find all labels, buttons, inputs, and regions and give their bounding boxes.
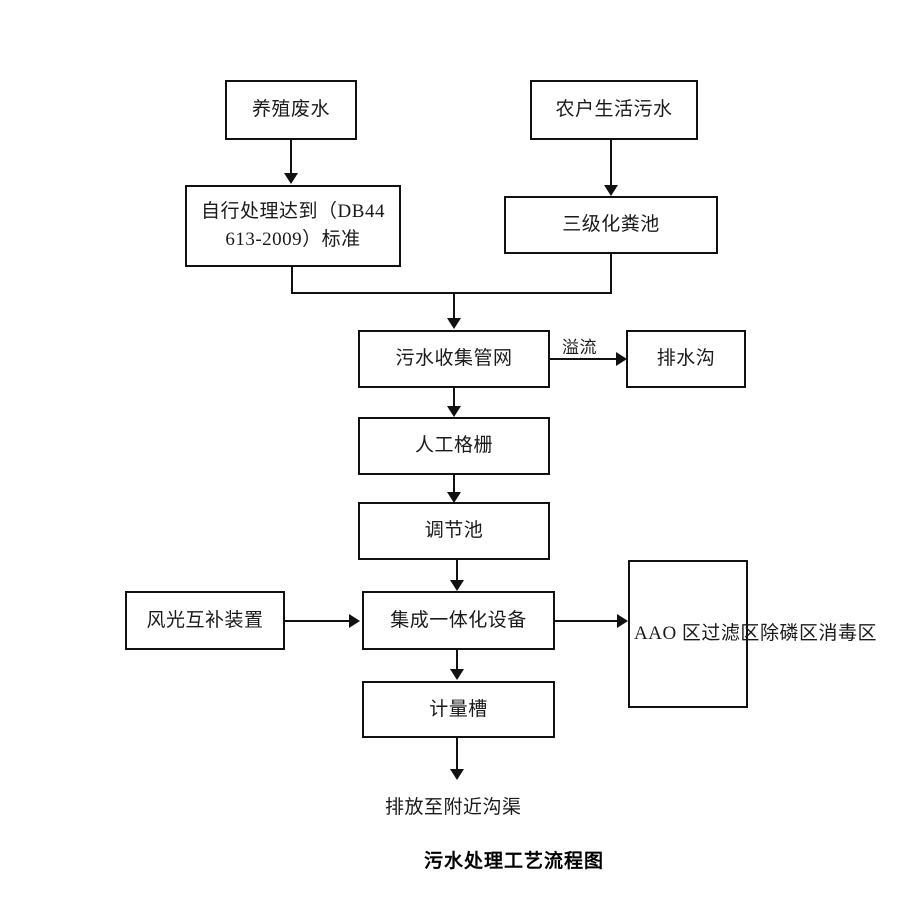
edge-label-overflow: 溢流	[562, 338, 597, 357]
edge-selftreatment-drop	[291, 267, 293, 294]
node-drainage-ditch[interactable]: 排水沟	[626, 330, 746, 388]
node-label: 排水沟	[656, 348, 716, 370]
edge-household-to-septic	[610, 140, 612, 186]
edge-septic-drop	[610, 254, 612, 294]
node-wind-solar-hybrid-device[interactable]: 风光互补装置	[125, 591, 285, 650]
edge-merge-to-collection	[453, 292, 455, 319]
edge-overflow	[550, 358, 618, 360]
node-label-line2: 613-2009）标准	[225, 229, 361, 250]
edge-breeding-to-selftreatment	[290, 140, 292, 174]
node-household-sewage[interactable]: 农户生活污水	[530, 80, 698, 140]
node-label: 人工格栅	[414, 435, 493, 457]
terminal-text-discharge: 排放至附近沟渠	[385, 797, 522, 818]
node-label: 污水收集管网	[395, 348, 513, 370]
arrowhead-windsolar-to-integrated	[349, 614, 360, 628]
node-integrated-equipment[interactable]: 集成一体化设备	[362, 591, 555, 650]
node-label: 计量槽	[429, 698, 488, 720]
arrowhead-collection-to-grille	[447, 406, 461, 417]
node-treatment-zones[interactable]: AAO 区 过滤区 除磷区 消毒区	[628, 560, 876, 708]
edge-grille-to-regulating	[453, 475, 455, 495]
edge-regulating-to-integrated	[456, 560, 458, 582]
arrowhead-breeding-to-selftreatment	[284, 173, 298, 184]
node-label: 养殖废水	[251, 99, 330, 121]
edge-integrated-to-zones	[555, 620, 619, 622]
arrowhead-integrated-to-zones	[617, 614, 628, 628]
arrowhead-grille-to-regulating	[447, 492, 461, 503]
node-sewage-collection-network[interactable]: 污水收集管网	[358, 330, 550, 388]
zone-label-aao: AAO 区	[634, 623, 702, 645]
arrowhead-household-to-septic	[604, 185, 618, 196]
page-title: 污水处理工艺流程图	[424, 851, 605, 872]
node-self-treatment-standard[interactable]: 自行处理达到（DB44 613-2009）标准	[185, 185, 401, 267]
node-label: 农户生活污水	[555, 99, 673, 121]
edge-metering-to-discharge	[456, 738, 458, 771]
node-regulating-tank[interactable]: 调节池	[358, 502, 550, 560]
arrowhead-integrated-to-metering	[450, 669, 464, 680]
edge-merge-bus	[291, 292, 612, 294]
arrowhead-overflow	[616, 352, 627, 366]
zone-label-phosphorus-removal: 除磷区	[759, 623, 819, 645]
zone-label-filtration: 过滤区	[701, 623, 760, 645]
node-manual-grille[interactable]: 人工格栅	[358, 417, 550, 475]
node-label: 风光互补装置	[146, 609, 264, 631]
node-label: 调节池	[424, 520, 484, 542]
arrowhead-regulating-to-integrated	[450, 580, 464, 591]
arrowhead-merge-to-collection	[447, 318, 461, 329]
node-label-line1: 自行处理达到（DB44	[201, 200, 385, 222]
zone-label-disinfection: 消毒区	[818, 623, 877, 645]
node-label: 集成一体化设备	[390, 609, 527, 631]
node-three-stage-septic-tank[interactable]: 三级化粪池	[504, 196, 718, 254]
edge-integrated-to-metering	[456, 650, 458, 671]
edge-windsolar-to-integrated	[285, 620, 351, 622]
node-breeding-wastewater[interactable]: 养殖废水	[225, 80, 357, 140]
node-label: 三级化粪池	[562, 214, 660, 236]
node-metering-tank[interactable]: 计量槽	[362, 681, 555, 738]
edge-collection-to-grille	[453, 388, 455, 408]
arrowhead-metering-to-discharge	[450, 769, 464, 780]
